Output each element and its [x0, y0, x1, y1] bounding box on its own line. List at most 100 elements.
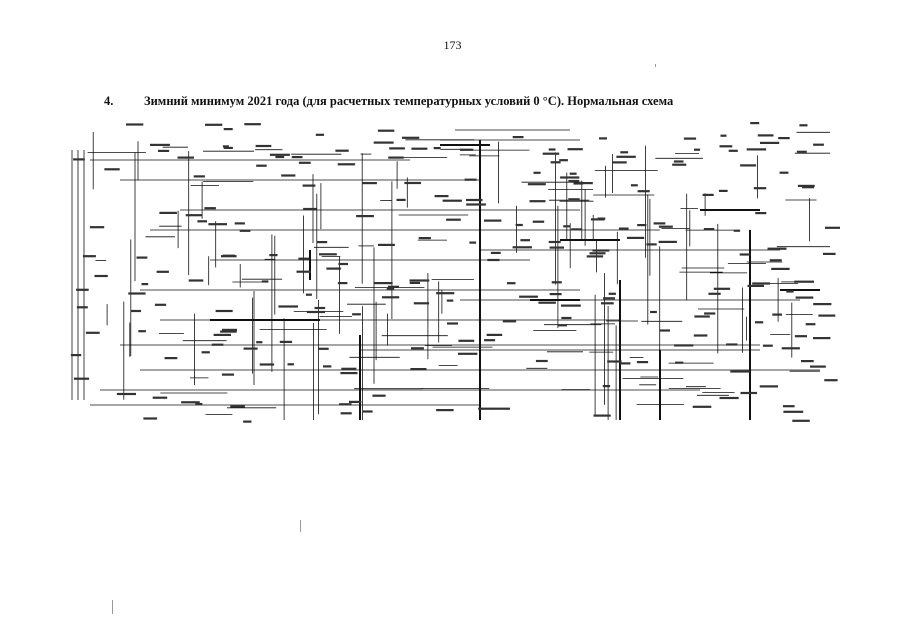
illegible-label: [586, 255, 604, 258]
illegible-label: [616, 155, 636, 158]
illegible-label: [201, 351, 210, 354]
illegible-label: [94, 274, 108, 278]
illegible-label: [73, 377, 90, 380]
illegible-label: [156, 270, 169, 273]
illegible-label: [487, 258, 500, 262]
illegible-label: [795, 296, 814, 299]
illegible-label: [740, 391, 757, 395]
illegible-label: [378, 243, 395, 246]
illegible-label: [128, 292, 146, 295]
illegible-label: [411, 347, 424, 350]
illegible-label: [728, 149, 738, 152]
illegible-label: [571, 228, 582, 231]
illegible-label: [356, 215, 374, 218]
illegible-label: [278, 305, 298, 308]
illegible-label: [771, 267, 790, 270]
illegible-label: [778, 137, 790, 140]
illegible-label: [143, 417, 158, 420]
illegible-label: [326, 267, 341, 270]
illegible-label: [230, 405, 245, 408]
illegible-label: [158, 149, 170, 152]
illegible-label: [377, 129, 395, 132]
illegible-label: [256, 164, 267, 167]
illegible-label: [813, 337, 831, 340]
illegible-label: [316, 241, 328, 244]
illegible-label: [796, 150, 807, 153]
illegible-label: [750, 122, 760, 125]
illegible-label: [813, 143, 824, 146]
scan-artifact: [300, 520, 301, 532]
illegible-label: [637, 224, 647, 227]
illegible-label: [126, 123, 144, 126]
illegible-label: [315, 133, 324, 136]
illegible-label: [469, 241, 477, 244]
illegible-label: [185, 214, 203, 217]
illegible-label: [549, 293, 562, 296]
illegible-label: [802, 186, 815, 189]
illegible-label: [302, 184, 316, 187]
illegible-label: [646, 243, 657, 246]
illegible-label: [243, 347, 258, 350]
illegible-label: [373, 141, 394, 144]
illegible-label: [548, 148, 556, 151]
illegible-label: [692, 405, 712, 408]
illegible-label: [704, 312, 716, 315]
schematic-labels: [70, 122, 840, 423]
illegible-label: [535, 359, 548, 363]
illegible-label: [458, 352, 478, 355]
illegible-label: [755, 212, 767, 215]
illegible-label: [70, 354, 82, 357]
scan-artifact: [655, 64, 656, 67]
illegible-label: [675, 361, 684, 364]
illegible-label: [589, 252, 606, 255]
illegible-label: [561, 304, 581, 307]
illegible-label: [404, 181, 421, 185]
illegible-label: [402, 136, 420, 139]
illegible-label: [597, 217, 606, 220]
illegible-label: [152, 396, 168, 399]
illegible-label: [740, 164, 757, 167]
illegible-label: [298, 161, 311, 164]
illegible-label: [794, 335, 807, 338]
illegible-label: [459, 148, 474, 151]
illegible-label: [446, 299, 454, 302]
illegible-label: [213, 333, 231, 336]
illegible-label: [507, 282, 516, 285]
illegible-label: [533, 171, 541, 174]
illegible-label: [618, 227, 629, 230]
illegible-label: [636, 361, 649, 364]
illegible-label: [563, 225, 571, 228]
illegible-label: [388, 156, 404, 159]
illegible-label: [234, 222, 245, 225]
heading-number: 4.: [104, 94, 114, 108]
illegible-label: [630, 184, 638, 187]
illegible-label: [382, 296, 400, 299]
illegible-label: [478, 407, 494, 410]
illegible-label: [279, 340, 293, 343]
illegible-label: [85, 331, 100, 334]
illegible-label: [208, 223, 227, 226]
illegible-label: [484, 339, 496, 342]
illegible-label: [693, 334, 708, 337]
illegible-label: [813, 303, 832, 306]
illegible-label: [810, 365, 826, 368]
illegible-label: [608, 292, 616, 295]
illegible-label: [372, 394, 386, 397]
illegible-label: [783, 410, 804, 413]
illegible-label: [653, 222, 666, 225]
illegible-label: [512, 246, 532, 249]
illegible-label: [76, 288, 89, 291]
illegible-label: [215, 309, 233, 313]
illegible-label: [542, 152, 560, 155]
illegible-label: [792, 419, 810, 422]
illegible-label: [373, 282, 393, 285]
illegible-label: [223, 128, 233, 131]
illegible-label: [337, 163, 356, 166]
illegible-label: [573, 182, 584, 185]
illegible-label: [154, 303, 167, 306]
illegible-label: [89, 226, 105, 229]
illegible-label: [786, 290, 794, 293]
illegible-label: [205, 123, 223, 126]
illegible-label: [159, 211, 177, 214]
illegible-label: [130, 309, 141, 313]
